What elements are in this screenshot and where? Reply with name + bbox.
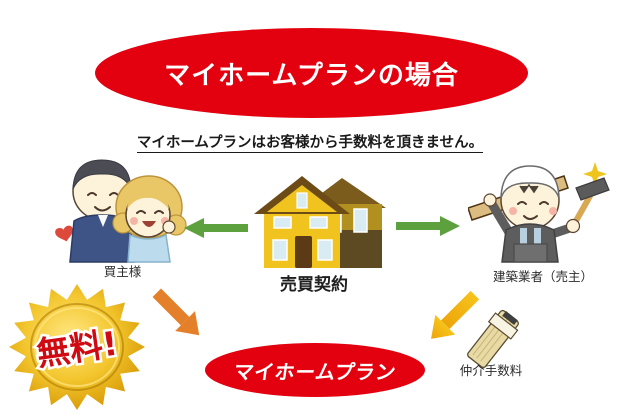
buyer-woman	[112, 175, 187, 263]
builder-worker-illustration	[468, 162, 610, 263]
starburst-shape	[9, 284, 145, 410]
page-title: マイホームプランの場合	[164, 60, 459, 91]
contract-label: 売買契約	[280, 275, 348, 295]
plan-label: マイホームプラン	[231, 359, 398, 384]
yellow-arrow-down-left-icon	[431, 290, 480, 339]
green-arrow-right-icon	[396, 216, 460, 236]
money-bundle-icon	[467, 309, 519, 369]
fee-label: 仲介手数料	[459, 363, 523, 378]
house-door	[295, 236, 312, 268]
subtitle: マイホームプランはお客様から手数料を頂きません。	[0, 131, 620, 153]
plan-banner: マイホームプラン	[205, 343, 425, 397]
house-front	[254, 176, 350, 268]
worker-figure	[483, 165, 581, 263]
free-badge: 無料!	[9, 284, 145, 410]
sparkle-icon	[583, 162, 607, 186]
house-illustration	[254, 176, 386, 268]
orange-arrow-down-right-icon	[152, 288, 200, 336]
header-banner: マイホームプランの場合	[95, 28, 528, 118]
builder-label: 建築業者（売主）	[492, 269, 593, 284]
buyer-label: 買主様	[103, 264, 142, 279]
buyer-couple-illustration	[55, 159, 187, 263]
heart-icon	[55, 225, 73, 242]
green-arrow-left-icon	[184, 218, 248, 238]
subtitle-text: マイホームプランはお客様から手数料を頂きません。	[136, 135, 484, 153]
hammer-icon	[569, 177, 610, 231]
